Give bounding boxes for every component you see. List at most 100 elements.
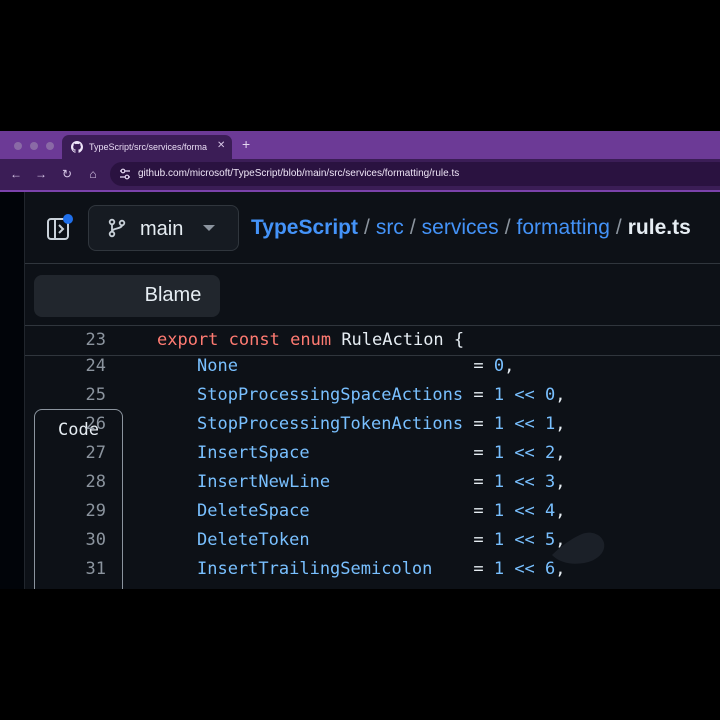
enum-member-name: StopProcessingTokenActions <box>197 414 464 434</box>
enum-member-name: InsertNewLine <box>197 472 331 492</box>
code-line[interactable]: 23 export const enum RuleAction { <box>25 326 720 356</box>
breadcrumb-repo-link[interactable]: TypeScript <box>251 216 358 239</box>
line-number[interactable]: 23 <box>85 330 106 350</box>
code-line[interactable]: 24 None = 0, <box>25 352 720 381</box>
code-text: StopProcessingTokenActions = 1 << 1, <box>157 414 566 434</box>
alignment-padding <box>330 472 473 492</box>
url-text: github.com/microsoft/TypeScript/blob/mai… <box>138 168 460 179</box>
code-text: StopProcessingSpaceActions = 1 << 0, <box>157 385 566 405</box>
comma: , <box>555 443 566 463</box>
browser-window: TypeScript/src/services/formatt ✕ + ← → … <box>0 131 720 589</box>
enum-member-value: 1 << 6 <box>493 559 556 579</box>
assign-operator: = <box>473 472 494 492</box>
sidebar-toggle-icon[interactable] <box>46 214 74 242</box>
alignment-padding <box>463 385 473 405</box>
left-gutter <box>0 192 25 589</box>
github-icon <box>71 141 83 153</box>
enum-member-value: 0 <box>493 356 505 376</box>
line-number[interactable]: 29 <box>85 501 106 521</box>
assign-operator: = <box>473 530 494 550</box>
breadcrumb-separator: / <box>363 216 370 239</box>
enum-member-value: 1 << 3 <box>493 472 556 492</box>
code-text: export const enum RuleAction { <box>157 330 464 350</box>
line-number[interactable]: 25 <box>85 385 106 405</box>
enum-member-name: StopProcessingSpaceActions <box>197 385 464 405</box>
line-number[interactable]: 27 <box>85 443 106 463</box>
address-bar[interactable]: github.com/microsoft/TypeScript/blob/mai… <box>110 162 720 186</box>
code-blame-toggle: Code Blame <box>34 275 220 589</box>
git-branch-icon <box>108 218 126 238</box>
breadcrumb-separator: / <box>504 216 511 239</box>
assign-operator: = <box>473 501 494 521</box>
code-line[interactable]: 26 StopProcessingTokenActions = 1 << 1, <box>25 410 720 439</box>
tab-title: TypeScript/src/services/formatt <box>89 142 207 152</box>
enum-member-name: DeleteToken <box>197 530 310 550</box>
alignment-padding <box>310 530 474 550</box>
enum-member-value: 1 << 2 <box>493 443 556 463</box>
code-line[interactable]: 27 InsertSpace = 1 << 2, <box>25 439 720 468</box>
assign-operator: = <box>473 414 494 434</box>
breadcrumb: TypeScript/src/services/formatting/rule.… <box>251 216 691 240</box>
breadcrumb-link-src[interactable]: src <box>375 216 404 239</box>
forward-arrow-icon[interactable]: → <box>35 167 47 181</box>
tab-close-icon[interactable]: ✕ <box>217 140 226 151</box>
line-number[interactable]: 31 <box>85 559 106 579</box>
breadcrumb-link-services[interactable]: services <box>421 216 499 239</box>
comma: , <box>555 530 566 550</box>
code-text: InsertNewLine = 1 << 3, <box>157 472 566 492</box>
alignment-padding <box>310 501 474 521</box>
back-arrow-icon[interactable]: ← <box>10 167 22 181</box>
new-tab-button[interactable]: + <box>242 136 251 152</box>
line-number[interactable]: 24 <box>85 356 106 376</box>
enum-name: RuleAction <box>341 330 444 350</box>
comma: , <box>555 559 566 579</box>
header-divider <box>25 263 720 264</box>
keyword-enum: enum <box>290 330 332 350</box>
breadcrumb-separator: / <box>409 216 416 239</box>
branch-selector[interactable]: main <box>88 205 239 251</box>
home-icon[interactable]: ⌂ <box>89 167 97 181</box>
code-line[interactable]: 28 InsertNewLine = 1 << 3, <box>25 468 720 497</box>
code-line[interactable]: 25 StopProcessingSpaceActions = 1 << 0, <box>25 381 720 410</box>
breadcrumb-current-file: rule.ts <box>627 216 691 239</box>
code-text: DeleteSpace = 1 << 4, <box>157 501 566 521</box>
assign-operator: = <box>473 356 494 376</box>
reload-icon[interactable]: ↻ <box>61 167 73 181</box>
comma: , <box>555 414 566 434</box>
enum-member-value: 1 << 1 <box>493 414 556 434</box>
code-line[interactable]: 30 DeleteToken = 1 << 5, <box>25 526 720 555</box>
window-maximize-dot[interactable] <box>46 142 54 150</box>
branch-name: main <box>140 218 184 240</box>
comma: , <box>555 385 566 405</box>
breadcrumb-link-formatting[interactable]: formatting <box>516 216 610 239</box>
window-minimize-dot[interactable] <box>30 142 38 150</box>
tab-strip: TypeScript/src/services/formatt ✕ + <box>0 131 720 159</box>
line-number[interactable]: 26 <box>85 414 106 434</box>
hand-cursor-icon <box>552 532 605 564</box>
code-line[interactable]: 29 DeleteSpace = 1 << 4, <box>25 497 720 526</box>
alignment-padding <box>238 356 473 376</box>
enum-member-name: DeleteSpace <box>197 501 310 521</box>
enum-member-value: 1 << 0 <box>493 385 556 405</box>
line-number[interactable]: 28 <box>85 472 106 492</box>
comma: , <box>555 472 566 492</box>
code-text: InsertSpace = 1 << 2, <box>157 443 566 463</box>
line-number[interactable]: 30 <box>85 530 106 550</box>
code-text: DeleteToken = 1 << 5, <box>157 530 566 550</box>
chevron-down-icon <box>203 225 215 231</box>
enum-member-name: InsertSpace <box>197 443 310 463</box>
browser-tab[interactable]: TypeScript/src/services/formatt ✕ <box>62 135 232 159</box>
tab-code[interactable]: Code <box>34 409 123 589</box>
enum-member-name: None <box>197 356 238 376</box>
alignment-padding <box>463 414 473 434</box>
tab-blame[interactable]: Blame <box>144 284 202 306</box>
site-settings-icon[interactable] <box>118 167 132 181</box>
window-close-dot[interactable] <box>14 142 22 150</box>
code-text: None = 0, <box>157 356 514 376</box>
alignment-padding <box>432 559 473 579</box>
comma: , <box>555 501 566 521</box>
open-brace: { <box>453 330 465 350</box>
comma: , <box>504 356 515 376</box>
breadcrumb-separator: / <box>615 216 622 239</box>
